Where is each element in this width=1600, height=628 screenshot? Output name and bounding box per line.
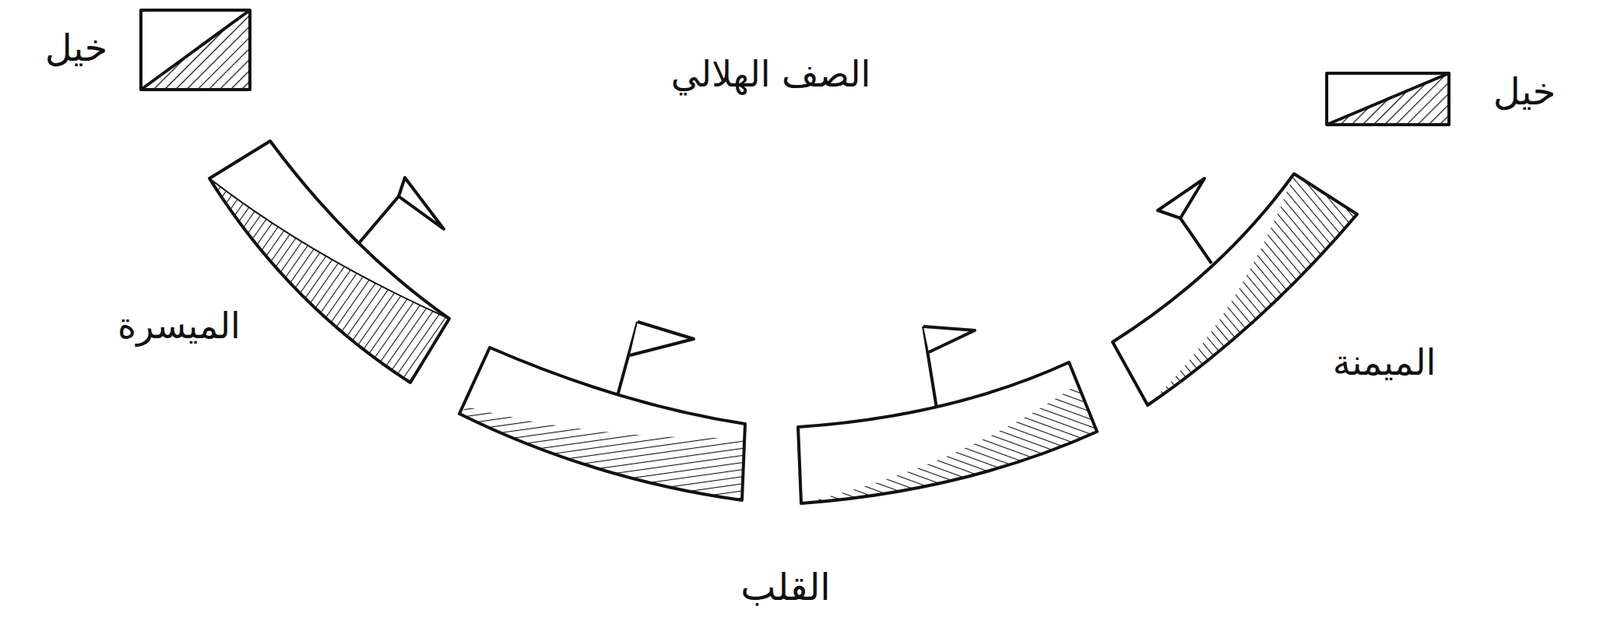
center-band bbox=[459, 321, 746, 500]
wing-label: الميمنة bbox=[1332, 341, 1436, 384]
formation-title: الصف الهلالي bbox=[671, 52, 872, 96]
cavalry-square bbox=[140, 10, 250, 90]
cavalry-square bbox=[1326, 73, 1449, 125]
left-wing-band bbox=[209, 140, 450, 383]
center-label: القلب bbox=[740, 564, 830, 610]
center-band bbox=[798, 326, 1098, 503]
wing-label: الميسرة bbox=[117, 304, 241, 348]
cavalry-label: خيل bbox=[45, 25, 109, 71]
cavalry-label: خيل bbox=[1493, 69, 1557, 115]
right-wing-band bbox=[1112, 173, 1358, 405]
